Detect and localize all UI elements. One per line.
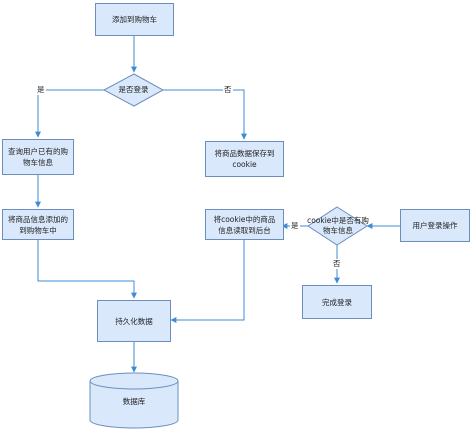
decision-is-logged-in-label: 是否登录 — [118, 85, 149, 94]
decision-cookie-has-cart — [307, 206, 368, 246]
node-read-cookie-to-backend-text: 将cookie中的商品信息读取到后台 — [213, 214, 276, 235]
node-persist-data: 持久化数据 — [97, 300, 171, 342]
edge-label-login-yes: 是 — [36, 85, 46, 95]
edge-label-login-no: 否 — [223, 85, 233, 95]
node-user-login: 用户登录操作 — [400, 209, 470, 242]
database-text: 数据库 — [90, 395, 178, 409]
decision-is-logged-in-text: 是否登录 — [104, 84, 163, 96]
edge-label-cookie-no: 否 — [332, 259, 342, 269]
node-add-product-to-cart: 将商品信息添加的到购物车中 — [2, 209, 74, 240]
node-query-user-cart-text: 查询用户已有的购物车信息 — [8, 147, 68, 167]
node-save-to-cookie: 将商品数据保存到cookie — [205, 141, 284, 177]
edge-decision-yes — [35, 89, 104, 138]
edge-label-cookie-yes: 是 — [290, 221, 300, 231]
node-finish-login-text: 完成登录 — [322, 297, 352, 307]
database-cylinder — [89, 372, 179, 429]
edge-decision-no — [163, 89, 247, 140]
node-add-to-cart-text: 添加到购物车 — [112, 15, 157, 24]
node-read-cookie-to-backend: 将cookie中的商品信息读取到后台 — [205, 209, 284, 240]
node-user-login-text: 用户登录操作 — [412, 221, 458, 230]
node-finish-login: 完成登录 — [302, 285, 372, 319]
edge-readcookie-to-persist — [170, 240, 245, 323]
edge-add-to-persist — [37, 240, 137, 299]
node-persist-data-text: 持久化数据 — [115, 316, 153, 326]
node-save-to-cookie-text: 将商品数据保存到cookie — [214, 149, 275, 169]
database-label: 数据库 — [122, 397, 146, 406]
node-add-product-to-cart-text: 将商品信息添加的到购物车中 — [8, 214, 68, 235]
decision-cookie-has-cart-label: cookie中是否有购物车信息 — [307, 216, 369, 235]
decision-cookie-has-cart-text: cookie中是否有购物车信息 — [306, 214, 370, 238]
node-add-to-cart: 添加到购物车 — [95, 3, 174, 36]
node-query-user-cart: 查询用户已有的购物车信息 — [2, 139, 74, 175]
decision-is-logged-in — [102, 73, 165, 107]
